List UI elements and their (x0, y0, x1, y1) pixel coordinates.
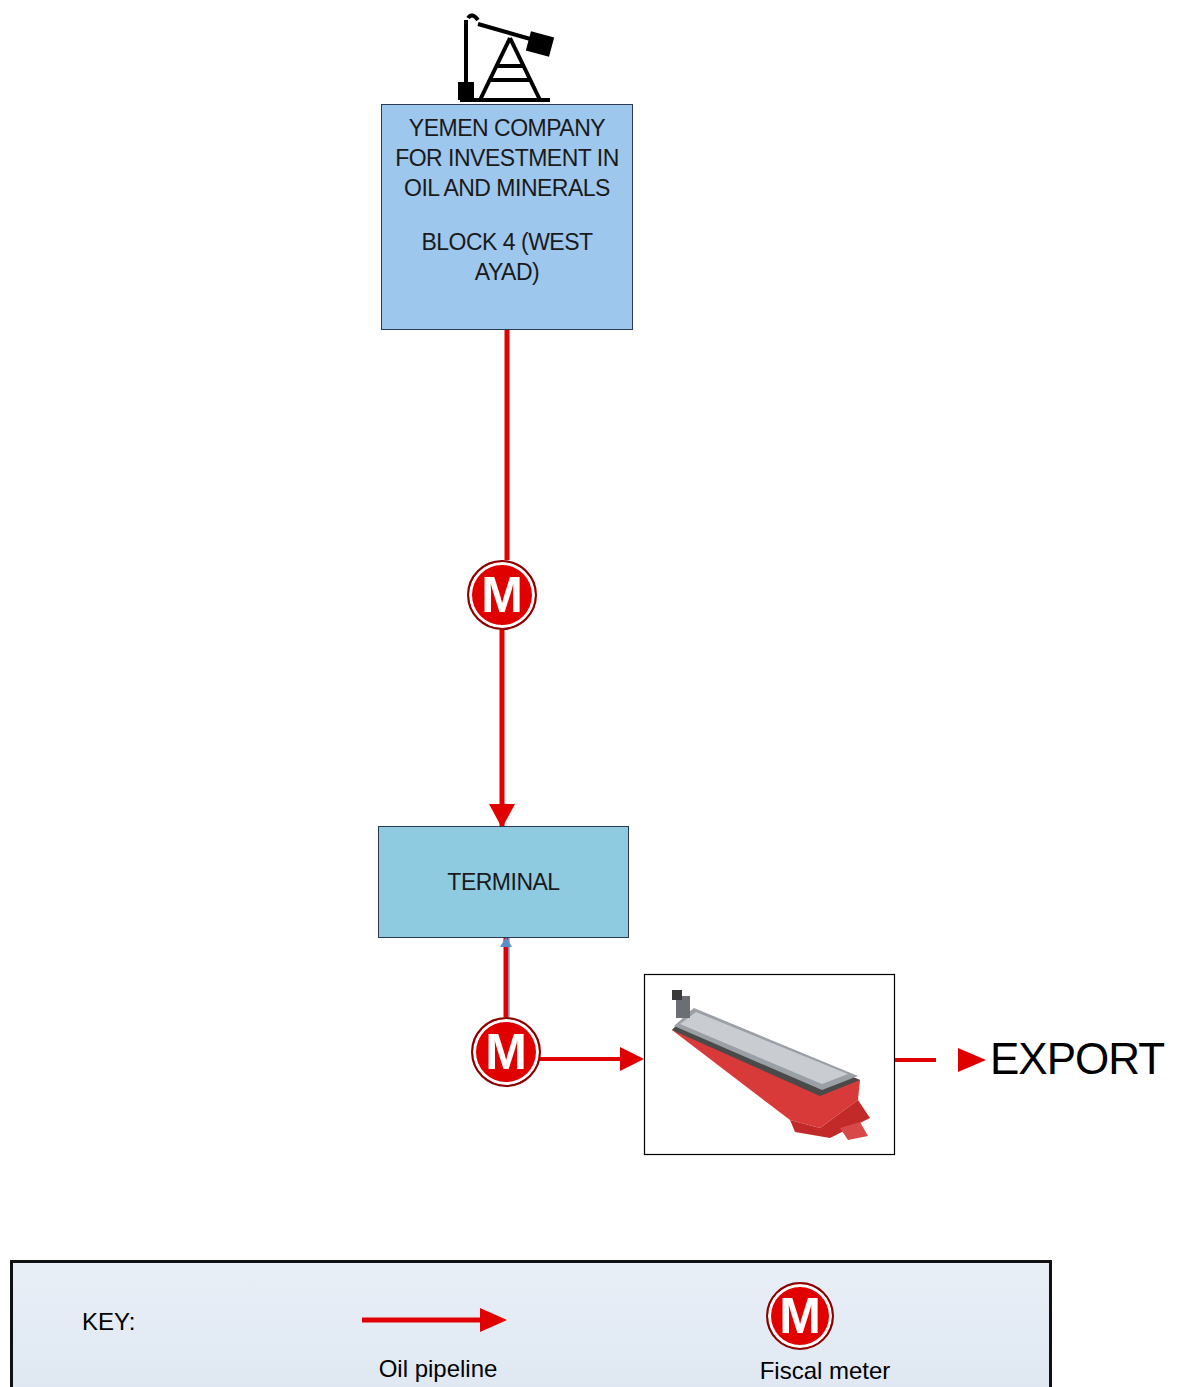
pipeline-sample (362, 1300, 512, 1340)
export-label: EXPORT (990, 1034, 1164, 1084)
legend-panel (10, 1260, 1052, 1387)
fiscal-meter: M (471, 1017, 541, 1087)
arrow-head (958, 1048, 986, 1072)
meter-letter: M (485, 1027, 527, 1077)
legend-text: Fiscal meter (760, 1357, 891, 1385)
oil-pipeline (500, 630, 505, 826)
oil-pipeline (895, 1058, 936, 1062)
box-text: TERMINAL (447, 867, 559, 897)
box-text: YEMEN COMPANY FOR INVESTMENT IN OIL AND … (388, 113, 626, 203)
oil-pipeline (504, 938, 509, 1017)
arrow-head (620, 1047, 644, 1071)
meter-letter: M (779, 1291, 821, 1341)
legend-text: Oil pipeline (379, 1355, 498, 1383)
terminal-box: TERMINAL (378, 826, 629, 938)
derrick-icon (460, 15, 552, 100)
meter-sample: M (766, 1282, 834, 1350)
box-text: BLOCK 4 (WEST AYAD) (388, 227, 626, 287)
fiscal-meter: M (467, 560, 537, 630)
tanker-ship (672, 990, 870, 1140)
company-box: YEMEN COMPANY FOR INVESTMENT IN OIL AND … (381, 104, 633, 330)
ship-frame (645, 975, 895, 1155)
meter-letter: M (481, 570, 523, 620)
legend-title: KEY: (82, 1308, 135, 1336)
flow-hint-line (508, 938, 509, 1017)
oil-pipeline (505, 330, 510, 560)
